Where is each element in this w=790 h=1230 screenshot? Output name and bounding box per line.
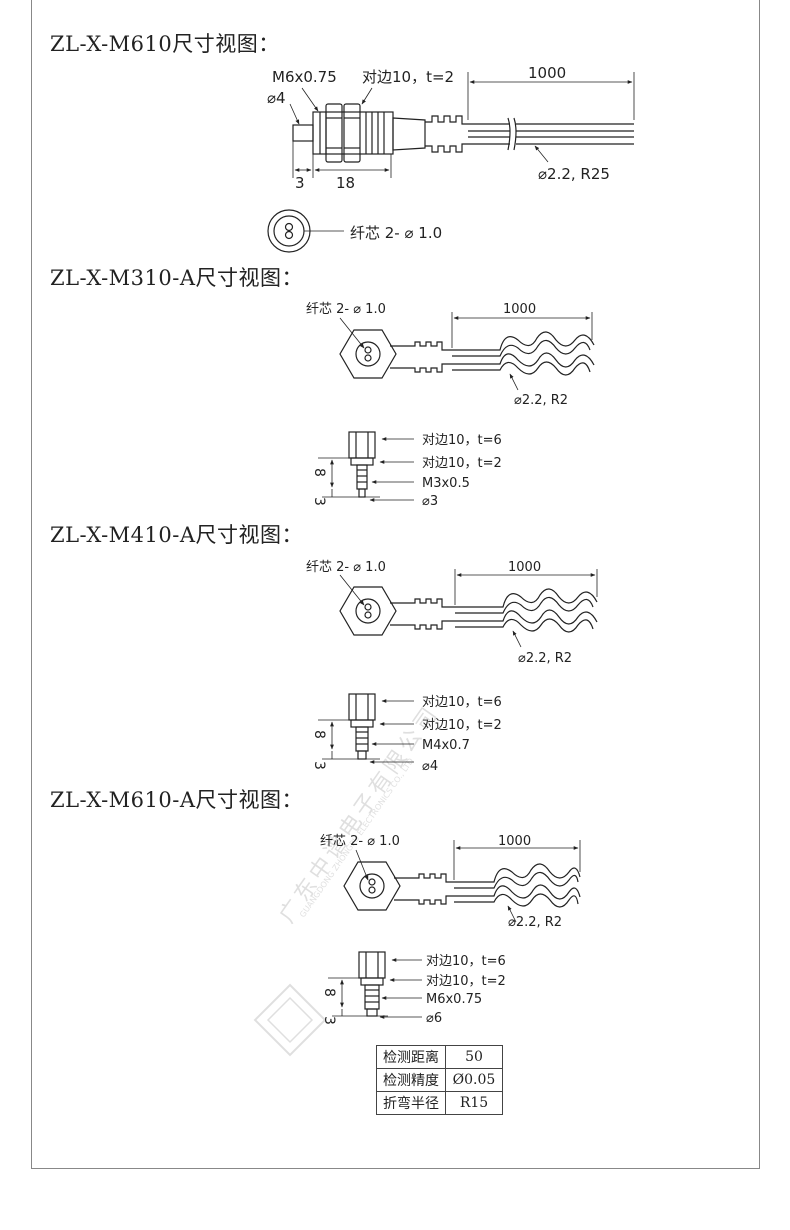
m410a-side-drawing (318, 693, 414, 764)
m410a-dim8-label: 8 (311, 730, 327, 739)
m310a-hex2-label: 对边10，t=2 (422, 456, 502, 471)
section-title-m610: ZL-X-M610尺寸视图： (50, 32, 280, 56)
m410a-hex2-label: 对边10，t=2 (422, 718, 502, 733)
m610a-thread-label: M6x0.75 (426, 992, 482, 1007)
m610-front-view (267, 209, 344, 253)
m610-core-label: 纤芯 2- ⌀ 1.0 (350, 224, 442, 242)
section-title-m610a: ZL-X-M610-A尺寸视图： (50, 788, 304, 812)
m410a-cable-label: ⌀2.2, R2 (518, 651, 572, 666)
m610a-side-drawing (328, 951, 422, 1019)
m610a-hex1-label: 对边10，t=6 (426, 954, 506, 969)
m410a-length-label: 1000 (508, 560, 541, 575)
spec-value: 50 (445, 1045, 503, 1069)
m410a-thread-label: M4x0.7 (422, 738, 470, 753)
m310a-hex1-label: 对边10，t=6 (422, 433, 502, 448)
m610a-cable-label: ⌀2.2, R2 (508, 915, 562, 930)
m610-hex-label: 对边10，t=2 (362, 68, 454, 86)
m310a-core-label: 纤芯 2- ⌀ 1.0 (306, 302, 386, 317)
spec-table: 检测距离 50 检测精度 Ø0.05 折弯半径 R15 (376, 1045, 503, 1115)
spec-key: 检测距离 (376, 1045, 446, 1069)
table-row: 检测距离 50 (376, 1045, 503, 1069)
m310a-dim8-label: 8 (311, 468, 327, 477)
spec-value: R15 (445, 1091, 503, 1115)
m310a-side-drawing (318, 431, 414, 502)
m610a-length-label: 1000 (498, 834, 531, 849)
m410a-top-drawing (339, 569, 598, 648)
m310a-tip-label: ⌀3 (422, 494, 438, 509)
m310a-thread-label: M3x0.5 (422, 476, 470, 491)
m310a-cable-label: ⌀2.2, R2 (514, 393, 568, 408)
m610-dim-a-label: 3 (295, 174, 305, 192)
spec-key: 折弯半径 (376, 1091, 446, 1115)
m610-thread-label: M6x0.75 (272, 68, 337, 86)
m610a-core-label: 纤芯 2- ⌀ 1.0 (320, 834, 400, 849)
m610a-dim8-label: 8 (321, 988, 337, 997)
m310a-length-label: 1000 (503, 302, 536, 317)
section-title-m410a: ZL-X-M410-A尺寸视图： (50, 523, 304, 547)
section-title-m310a: ZL-X-M310-A尺寸视图： (50, 266, 304, 290)
m610-length-label: 1000 (528, 64, 566, 82)
m410a-dim3-label: 3 (311, 761, 327, 770)
m610a-dim3-label: 3 (321, 1016, 337, 1025)
m410a-tip-label: ⌀4 (422, 759, 438, 774)
table-row: 检测精度 Ø0.05 (376, 1068, 503, 1092)
spec-key: 检测精度 (376, 1068, 446, 1092)
page-frame (31, 0, 760, 1169)
m310a-dim3-label: 3 (311, 497, 327, 506)
m610-cable-label: ⌀2.2, R25 (538, 165, 610, 183)
m610-dim-b-label: 18 (336, 174, 355, 192)
m610-side-drawing (289, 72, 635, 178)
m610a-hex2-label: 对边10，t=2 (426, 974, 506, 989)
m410a-core-label: 纤芯 2- ⌀ 1.0 (306, 560, 386, 575)
m610-tip-dia-label: ⌀4 (267, 89, 286, 107)
table-row: 折弯半径 R15 (376, 1091, 503, 1115)
m410a-hex1-label: 对边10，t=6 (422, 695, 502, 710)
spec-value: Ø0.05 (445, 1068, 503, 1092)
m610a-tip-label: ⌀6 (426, 1011, 442, 1026)
m310a-top-drawing (339, 312, 595, 391)
m610a-top-drawing (343, 840, 581, 923)
